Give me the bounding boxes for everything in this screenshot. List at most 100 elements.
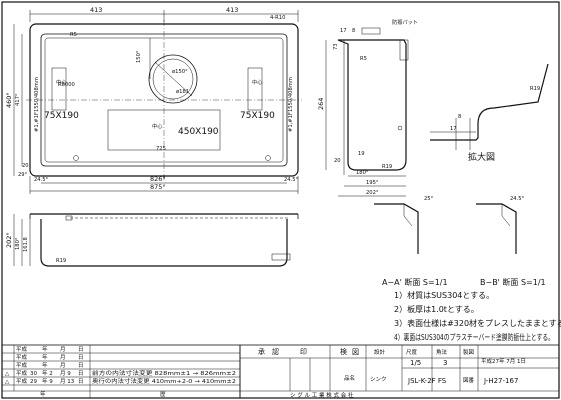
item-label: 品名: [344, 374, 355, 382]
scale-value: 1/5: [410, 359, 421, 367]
drawing-no-label: 図番: [463, 377, 475, 384]
angle-value: 3: [443, 359, 447, 367]
emboss-left-label: #1,#1F1550/408mm: [34, 77, 40, 132]
dim-725: 725: [156, 146, 166, 152]
svg-text:△: △: [5, 379, 10, 385]
drain-diameter-2: ø181: [176, 89, 189, 95]
detail-dim-17: 17: [450, 126, 457, 132]
svg-text:29: 29: [30, 379, 37, 385]
note-3: 3）表面仕様は#320材をプレスしたままとする。: [394, 318, 561, 328]
side-dim-8: 8: [352, 28, 355, 34]
date-value: 平成27年 7月 1日: [481, 357, 526, 365]
dim-r5: R5: [70, 32, 77, 38]
scale-label: 尺度: [406, 348, 418, 356]
dim-top-right: 413: [226, 6, 238, 14]
svg-text:日: 日: [78, 362, 84, 369]
drawing-number: J-H27-167: [483, 377, 518, 385]
section-b-caption: B−B' 断面 S=1/1: [480, 277, 546, 287]
side-dim-195: 195°: [366, 180, 379, 186]
company-name: シ グ ル 工 業 株 式 会 社: [290, 391, 354, 399]
svg-text:年: 年: [42, 345, 48, 353]
svg-text:日: 日: [78, 378, 84, 385]
dim-corner-radius: 4-R10: [270, 15, 285, 21]
note-2: 2）板厚は1.0tとする。: [394, 304, 479, 314]
svg-text:月 9: 月 9: [60, 370, 71, 377]
revision-row: 平成 年 月 日: [16, 345, 84, 353]
model-number: JSL-K-2F FS: [407, 377, 447, 385]
plan-view: 413 413 4-R10 ø150° ø181 150° R5 R8000: [5, 6, 302, 194]
left-zone-title: 中心: [56, 78, 66, 86]
svg-text:平成: 平成: [16, 345, 28, 353]
side-dim-264: 264: [317, 98, 325, 110]
svg-text:前方の内法寸法変更 828mm±1 → 826mm±2: 前方の内法寸法変更 828mm±1 → 826mm±2: [92, 369, 236, 377]
approval-h3: 印: [300, 348, 307, 356]
dim-161: 161.8: [23, 237, 29, 252]
bowl-radius: R19: [56, 258, 66, 264]
svg-text:年 2: 年 2: [42, 369, 53, 377]
detail-profile: [430, 63, 549, 141]
revision-row: 平成 年 月 日: [16, 361, 84, 369]
dim-24-left: 24.5°: [34, 177, 49, 183]
detail-label: 拡大図: [468, 151, 495, 163]
right-emboss-zone: [247, 67, 263, 111]
center-emboss-zone: [107, 109, 221, 151]
section-a-angle: 25°: [424, 196, 434, 202]
revision-table: 平成 年 月 日 平成 年 月 日 平成 年 月 日 △ 平成 30 年 2 月…: [1, 344, 241, 399]
front-section-view: 202° 180° 161.8 R19: [5, 213, 299, 267]
svg-text:平成: 平成: [16, 353, 28, 361]
emboss-right-label: #1,#1F1550/408mm: [288, 77, 294, 132]
dim-180: 180°: [15, 237, 21, 250]
svg-text:日: 日: [78, 354, 84, 361]
svg-text:月: 月: [60, 354, 66, 361]
svg-text:30: 30: [30, 371, 37, 377]
svg-text:平成: 平成: [16, 377, 28, 385]
dim-29: 29°: [18, 172, 28, 178]
revision-footer-right: 歴: [160, 391, 166, 398]
bowl-profile: [40, 219, 288, 267]
revision-row: △ 平成 29 年 9 月 13 日 奥行の内法寸法変更 410mm+2-0 →…: [5, 377, 236, 385]
dim-202: 202°: [5, 232, 13, 248]
side-dim-20: 20: [334, 158, 341, 164]
side-section-view: 防振パット 17 8 73 264 20 19 R5 R19 180° 195°…: [317, 18, 418, 197]
angle-label: 角法: [436, 348, 448, 356]
svg-text:日: 日: [78, 370, 84, 377]
revision-row: △ 平成 30 年 2 月 9 日 前方の内法寸法変更 828mm±1 → 82…: [5, 369, 236, 377]
svg-text:△: △: [5, 371, 10, 377]
approval-h4: 検: [340, 347, 347, 356]
svg-text:年 9: 年 9: [42, 377, 53, 385]
side-dim-202: 202°: [366, 190, 379, 196]
side-label-top: 防振パット: [392, 18, 418, 26]
side-dim-r5: R5: [360, 56, 367, 62]
revision-footer-left: 年: [40, 390, 46, 398]
svg-text:平成: 平成: [16, 369, 28, 377]
svg-text:年: 年: [42, 353, 48, 361]
approval-h5: 図: [352, 348, 359, 356]
drain-circle-inner: [152, 58, 194, 100]
center-zone-size: 450X190: [178, 127, 219, 137]
revision-row: 平成 年 月 日: [16, 353, 84, 361]
approval-h2: 認: [272, 347, 279, 356]
right-zone-size: 75X190: [240, 111, 275, 121]
side-profile: [337, 39, 407, 171]
drain-diameter: ø150°: [172, 69, 188, 75]
title-block: 承 認 印 検 図 設計 尺度 1/5 角法 3 製図 平成27年 7月 1日 …: [239, 344, 560, 399]
svg-text:日: 日: [78, 346, 84, 353]
section-b-angle: 24.5°: [510, 196, 525, 202]
svg-text:月: 月: [60, 346, 66, 353]
left-zone-size: 75X190: [44, 111, 79, 121]
side-dim-180: 180°: [356, 170, 369, 176]
side-dim-17: 17: [340, 28, 347, 34]
dim-150: 150°: [136, 50, 142, 63]
section-a-view: 25°: [374, 196, 434, 254]
dim-460: 460°: [5, 92, 13, 108]
date-label: 製図: [463, 348, 475, 356]
svg-text:年: 年: [42, 361, 48, 369]
dim-24-right: 24.5°: [284, 177, 299, 183]
dim-417: 417°: [15, 93, 21, 106]
side-dim-73: 73: [333, 43, 339, 50]
inner-radius: R8000: [58, 82, 75, 88]
left-emboss-zone: [51, 67, 67, 111]
dim-875: 875°: [150, 183, 166, 191]
notes-block: A−A' 断面 S=1/1 B−B' 断面 S=1/1 1）材質はSUS304と…: [382, 277, 561, 342]
